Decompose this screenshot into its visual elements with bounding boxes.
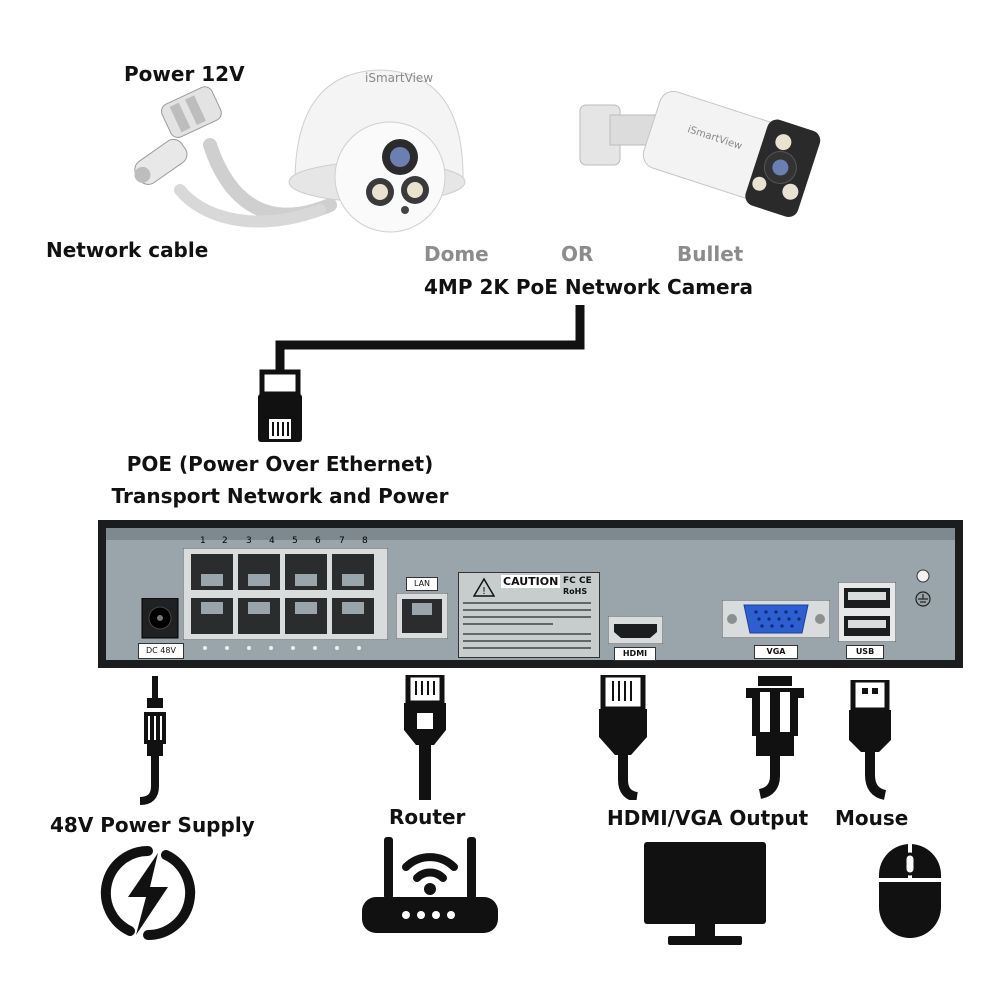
rj45-connector-icon — [258, 369, 302, 442]
poe-subtitle: Transport Network and Power — [111, 484, 449, 508]
dome-camera-image: iSmartView — [288, 69, 466, 233]
mouse-icon — [879, 844, 941, 938]
power-lightning-icon — [100, 845, 196, 941]
router-label: Router — [389, 805, 466, 829]
usb-label: USB — [846, 645, 884, 659]
port-number: 8 — [362, 536, 368, 546]
vga-label: VGA — [754, 645, 798, 659]
dome-brand-text: iSmartView — [365, 71, 433, 85]
usb-ports[interactable] — [838, 582, 896, 642]
lan-label: LAN — [406, 577, 438, 591]
network-cable-label: Network cable — [46, 238, 209, 262]
warning-triangle-icon: ! — [473, 577, 495, 597]
mouse-label: Mouse — [835, 806, 909, 830]
usb-cable-icon — [849, 680, 891, 800]
router-rj45-cable-icon — [404, 675, 446, 800]
bullet-camera-image: iSmartView — [579, 90, 821, 217]
poe-title: POE (Power Over Ethernet) — [126, 452, 434, 476]
lan-port[interactable] — [396, 593, 448, 639]
poe-port-block[interactable] — [183, 548, 388, 640]
camera-title: 4MP 2K PoE Network Camera — [424, 275, 753, 299]
port-number: 7 — [339, 536, 345, 546]
caution-fine-print — [463, 602, 591, 649]
hdmi-port[interactable] — [608, 616, 663, 644]
dome-label: Dome — [424, 242, 489, 266]
dc-plug-cable-icon — [139, 676, 166, 805]
power-12v-label: Power 12V — [124, 62, 245, 86]
ground-screw-icon — [915, 569, 931, 607]
vga-cable-icon — [746, 676, 804, 799]
bullet-label: Bullet — [677, 242, 744, 266]
dc-48v-label: DC 48V — [138, 643, 184, 659]
port-number: 4 — [269, 536, 275, 546]
power-supply-label: 48V Power Supply — [50, 813, 255, 837]
ce-mark: CE — [579, 576, 592, 586]
camera-network-cable — [258, 305, 585, 442]
caution-title: CAUTION — [501, 575, 561, 588]
or-label: OR — [561, 242, 594, 266]
monitor-icon — [644, 842, 766, 945]
rohs-mark: RoHS — [563, 587, 588, 596]
router-icon — [362, 837, 498, 933]
hdmi-label: HDMI — [614, 647, 656, 661]
display-output-label: HDMI/VGA Output — [607, 806, 809, 830]
port-led-row — [203, 646, 361, 650]
vga-port[interactable] — [722, 600, 830, 638]
port-number: 6 — [315, 536, 321, 546]
svg-text:!: ! — [482, 586, 486, 597]
poe-port-numbers: 1 2 3 4 5 6 7 8 — [190, 536, 390, 548]
fc-mark: FC — [563, 576, 576, 586]
port-number: 1 — [200, 536, 206, 546]
port-number: 5 — [292, 536, 298, 546]
dc-power-jack[interactable] — [140, 598, 180, 643]
caution-sticker: ! CAUTION FC CE RoHS — [458, 572, 600, 658]
port-number: 2 — [222, 536, 228, 546]
hdmi-cable-icon — [599, 675, 647, 800]
port-number: 3 — [246, 536, 252, 546]
pigtail-cable-image — [134, 86, 337, 228]
